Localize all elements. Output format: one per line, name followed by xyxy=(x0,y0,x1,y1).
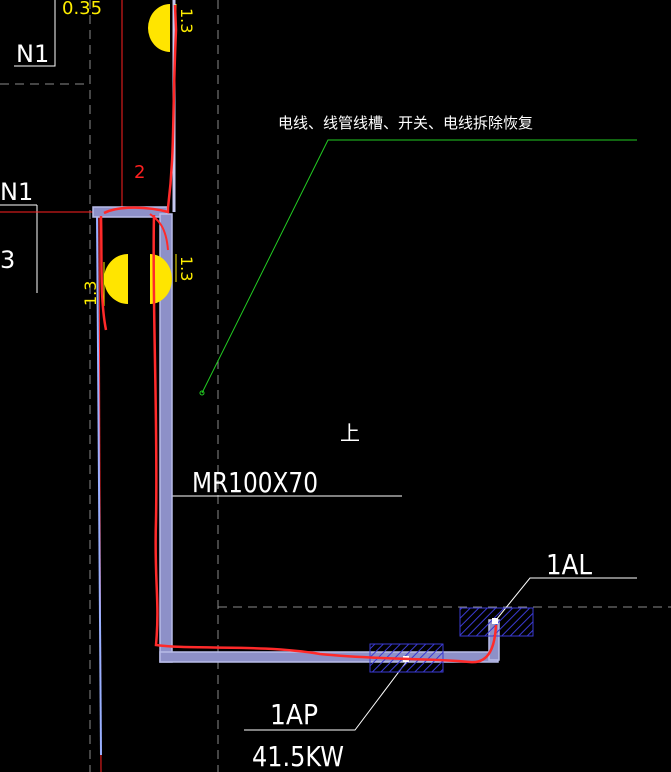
1ap-leader-line xyxy=(244,660,408,731)
redline-corner xyxy=(149,213,169,251)
dim-label-mid-right: 1.3 xyxy=(177,256,196,281)
tag-n1-mid: N1 xyxy=(0,178,33,206)
panel-1al-node xyxy=(492,618,498,624)
dim-label-mid-left: 1.3 xyxy=(81,281,100,306)
trunking-label: MR100X70 xyxy=(192,466,318,499)
level-value: 0.35 xyxy=(62,0,102,19)
lamp-icon-top xyxy=(148,4,170,52)
white-lines xyxy=(0,0,637,731)
panel-1al-label: 1AL xyxy=(546,548,592,581)
1al-leader-line xyxy=(495,577,637,621)
tag-number-3: 3 xyxy=(0,246,15,274)
n1-top-frame xyxy=(14,0,56,67)
note-leader-dot xyxy=(199,390,205,396)
tag-n1-top: N1 xyxy=(16,40,49,68)
dim-label-top: 1.3 xyxy=(177,8,196,33)
redline-upper-loop xyxy=(103,4,178,215)
redline-left-stub xyxy=(99,215,108,331)
lamp-icon-mid-right xyxy=(150,254,172,304)
up-mark: 上 xyxy=(340,421,360,445)
power-label: 41.5KW xyxy=(252,740,344,772)
mark-2: 2 xyxy=(134,162,145,183)
redline-trunking-path xyxy=(152,214,498,664)
note-leader-line xyxy=(201,139,637,394)
lamp-icon-mid-left xyxy=(104,254,128,304)
note-text: 电线、线管线槽、开关、电线拆除恢复 xyxy=(278,114,533,132)
riser-line xyxy=(96,213,102,756)
panel-1ap-label: 1AP xyxy=(270,698,318,731)
red-reference-lines xyxy=(0,0,123,772)
note-leader xyxy=(199,139,637,396)
lamp-symbols xyxy=(104,4,172,304)
